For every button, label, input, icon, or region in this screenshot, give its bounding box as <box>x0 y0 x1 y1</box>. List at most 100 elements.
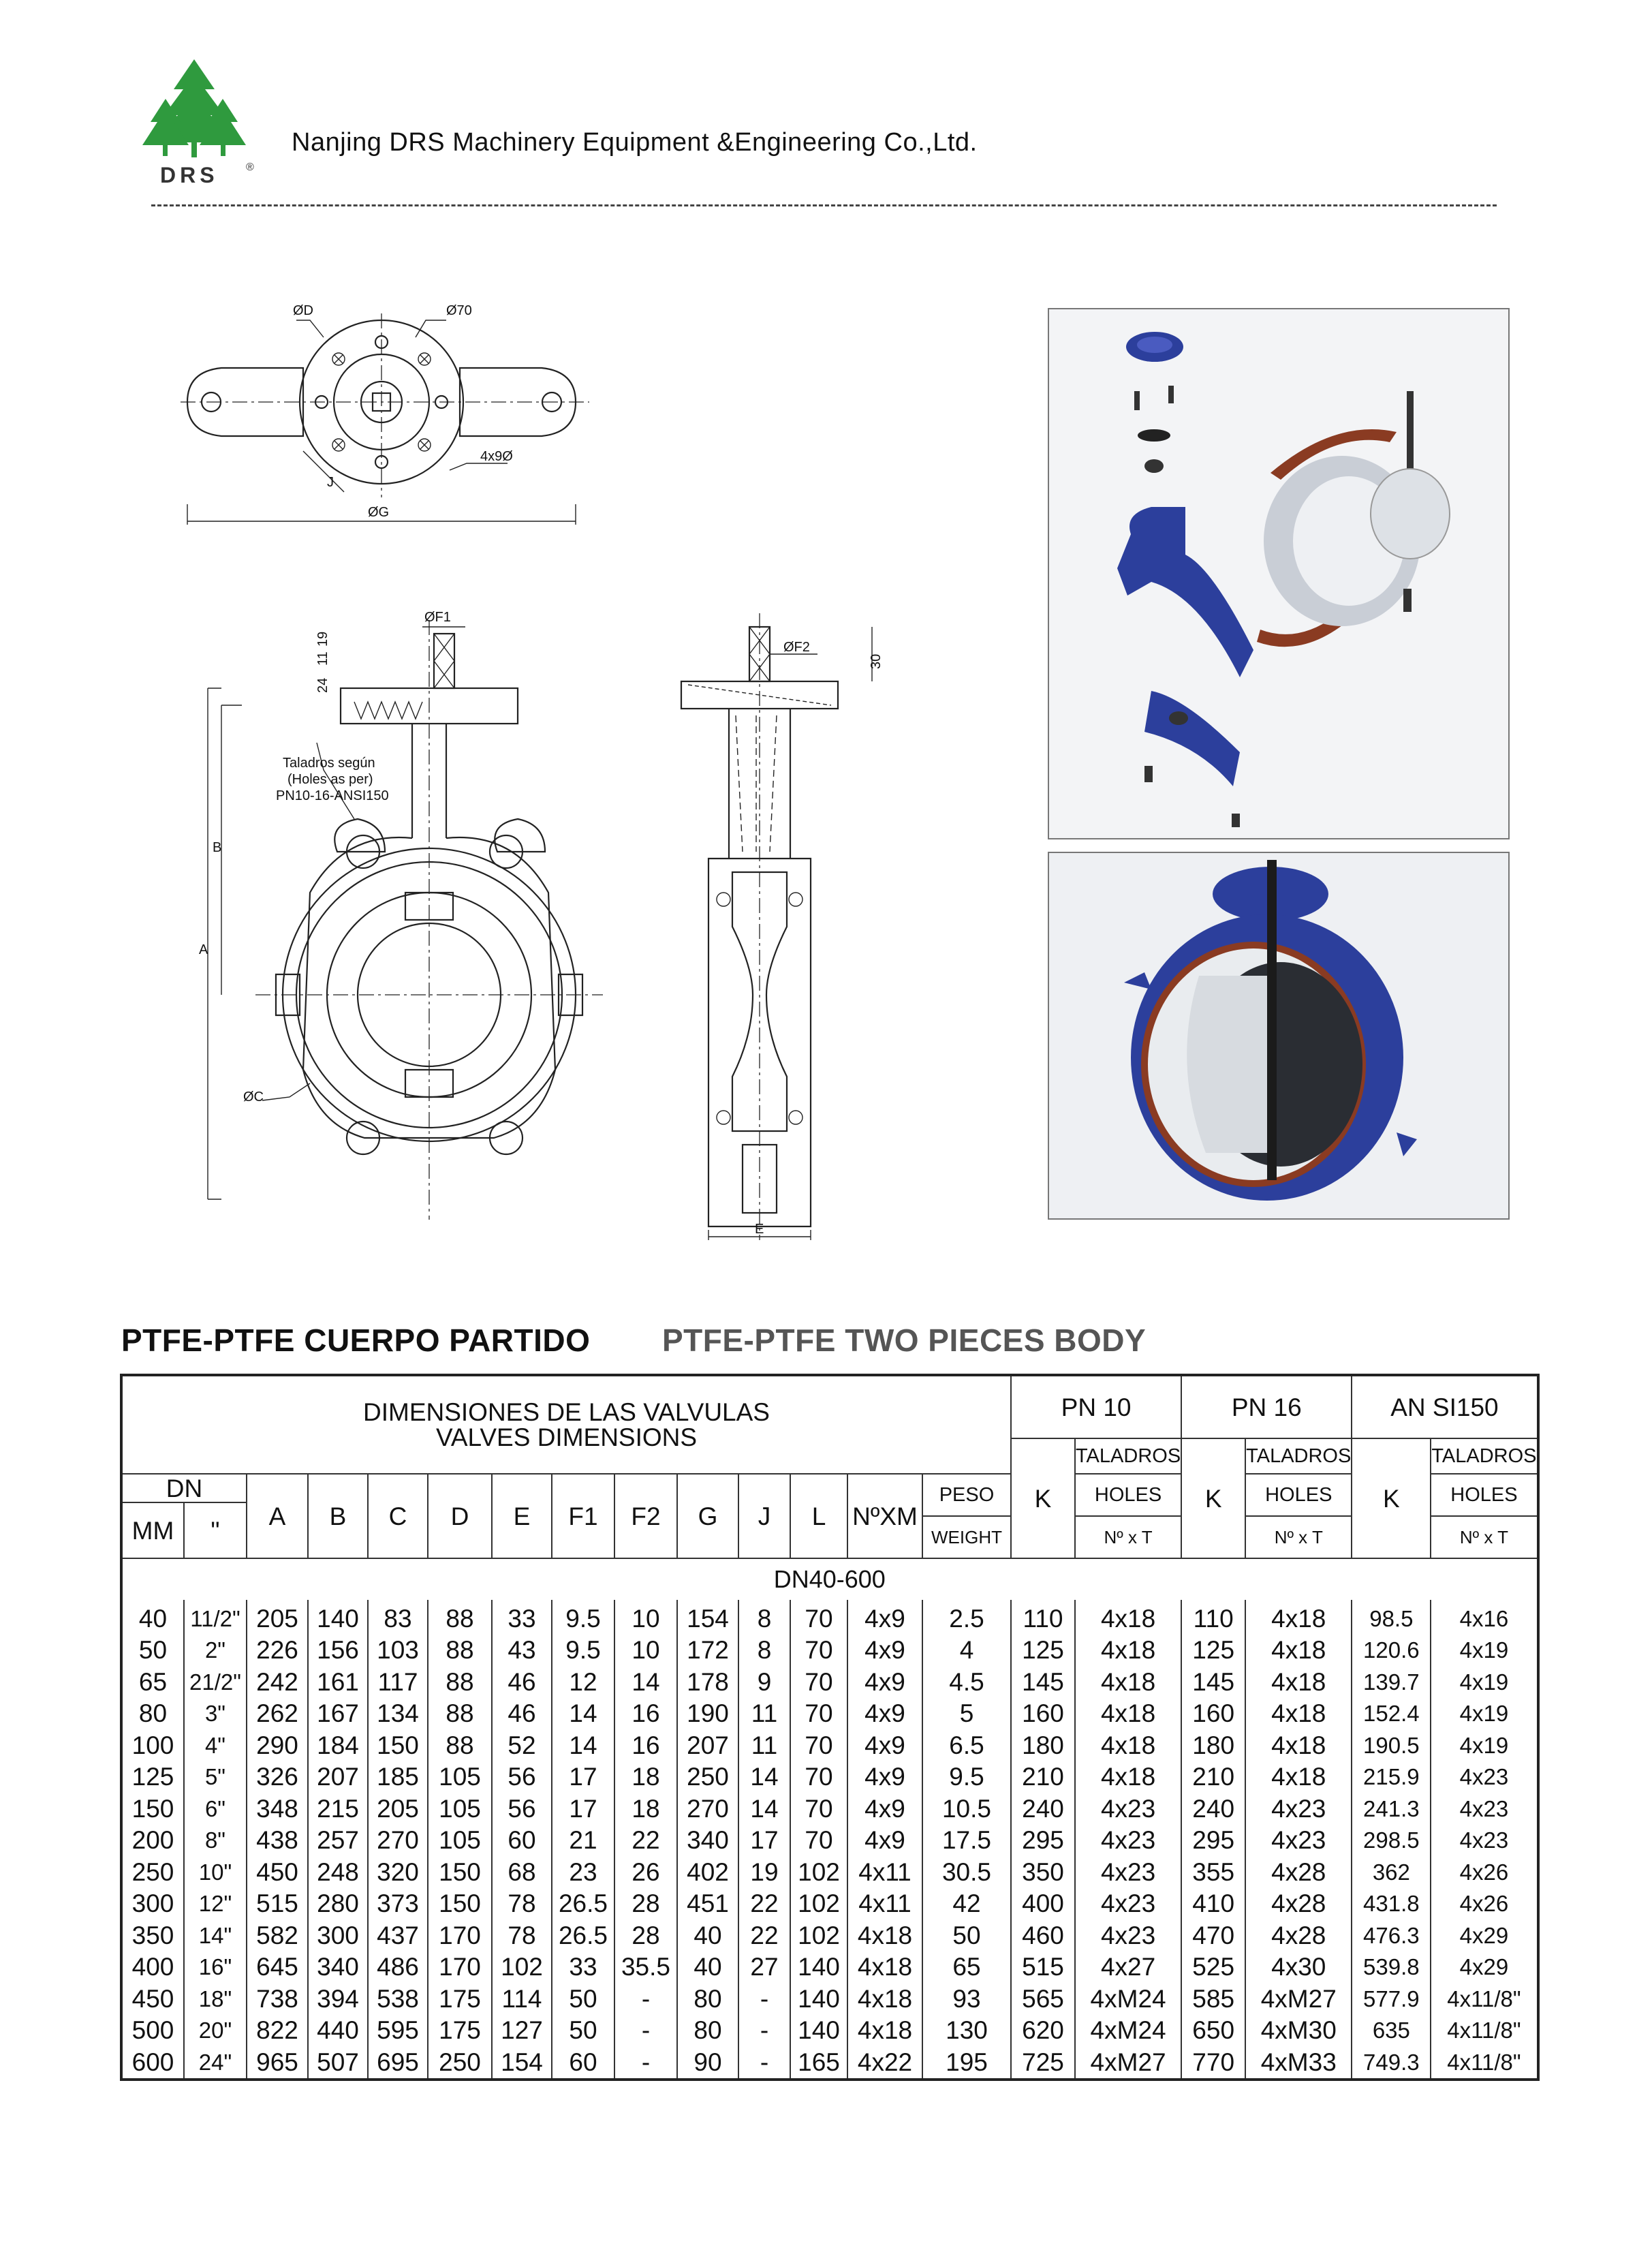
table-cell: 40 <box>676 1919 739 1951</box>
table-cell: 577.9 <box>1351 1983 1432 2015</box>
table-cell: 4x18 <box>1245 1600 1353 1635</box>
header-col-l: L <box>790 1473 848 1559</box>
table-cell: 17 <box>551 1761 615 1793</box>
table-cell: 4x18 <box>1245 1634 1353 1666</box>
table-cell: 4xM33 <box>1245 2046 1353 2080</box>
table-cell: 822 <box>246 2014 309 2046</box>
label-j: J <box>327 475 334 490</box>
header-weight: WEIGHT <box>922 1515 1012 1559</box>
table-cell: 565 <box>1010 1983 1076 2015</box>
table-cell: 340 <box>307 1951 369 1983</box>
table-cell: 10 <box>614 1600 678 1635</box>
table-cell: 355 <box>1181 1856 1247 1888</box>
label-30: 30 <box>869 654 884 669</box>
table-cell: 70 <box>790 1824 848 1856</box>
table-cell: 350 <box>121 1919 185 1951</box>
table-cell: 207 <box>676 1729 739 1761</box>
table-cell: 402 <box>676 1856 739 1888</box>
table-cell: 4x9 <box>847 1793 923 1825</box>
header-mm: MM <box>121 1502 185 1559</box>
table-cell: 6.5 <box>922 1729 1012 1761</box>
note-line1: Taladros según <box>283 756 375 771</box>
header-divider <box>151 204 1497 206</box>
caption-english: VALVES DIMENSIONS <box>435 1423 698 1451</box>
table-cell: 585 <box>1181 1983 1247 2015</box>
table-cell: 56 <box>491 1793 552 1825</box>
table-cell: 4x11/8" <box>1430 2046 1539 2080</box>
table-cell: 4" <box>183 1729 247 1761</box>
table-cell: 362 <box>1351 1856 1432 1888</box>
label-c: ØC <box>243 1090 264 1105</box>
table-cell: 103 <box>367 1634 428 1666</box>
table-cell: 4x18 <box>847 1983 923 2015</box>
label-a: A <box>199 942 208 957</box>
table-cell: 500 <box>121 2014 185 2046</box>
table-cell: 150 <box>427 1887 493 1919</box>
table-cell: 2.5 <box>922 1600 1012 1635</box>
table-cell: 470 <box>1181 1919 1247 1951</box>
table-cell: 46 <box>491 1666 552 1698</box>
table-cell: 248 <box>307 1856 369 1888</box>
table-cell: 14" <box>183 1919 247 1951</box>
table-cell: 4x23 <box>1430 1793 1539 1825</box>
table-cell: 749.3 <box>1351 2046 1432 2080</box>
table-cell: 167 <box>307 1697 369 1729</box>
table-cell: 4x18 <box>1245 1729 1353 1761</box>
table-cell: 539.8 <box>1351 1951 1432 1983</box>
header-peso: PESO <box>922 1473 1012 1517</box>
table-cell: 4x11/8" <box>1430 2014 1539 2046</box>
table-cell: 16 <box>614 1729 678 1761</box>
front-view-drawing: ØF1 A B ØC 24 11 19 Taladros según (Hole… <box>199 610 603 1220</box>
header-col-e: E <box>491 1473 552 1559</box>
table-cell: 17 <box>738 1824 791 1856</box>
label-f2: ØF2 <box>783 640 810 655</box>
top-view-drawing: ØD Ø70 4x9Ø J ØG <box>181 303 589 525</box>
label-d70: Ø70 <box>446 303 472 318</box>
header-taladros-pn10: TALADROS <box>1074 1438 1183 1475</box>
table-cell: 9 <box>738 1666 791 1698</box>
table-cell: 16" <box>183 1951 247 1983</box>
table-cell: 139.7 <box>1351 1666 1432 1698</box>
table-cell: 80 <box>676 2014 739 2046</box>
caption-spanish: DIMENSIONES DE LAS VALVULAS <box>363 1398 770 1426</box>
table-cell: 3" <box>183 1697 247 1729</box>
table-cell: 190 <box>676 1697 739 1729</box>
label-b: B <box>213 840 221 855</box>
table-cell: 10 <box>614 1634 678 1666</box>
table-cell: 2" <box>183 1634 247 1666</box>
table-cell: 4x9 <box>847 1634 923 1666</box>
table-cell: 4x23 <box>1074 1793 1183 1825</box>
table-cell: 105 <box>427 1824 493 1856</box>
table-cell: 154 <box>491 2046 552 2080</box>
table-cell: 70 <box>790 1666 848 1698</box>
table-cell: 4x23 <box>1430 1761 1539 1793</box>
label-24: 24 <box>315 678 330 693</box>
table-cell: 165 <box>790 2046 848 2080</box>
table-cell: 9.5 <box>551 1600 615 1635</box>
header-col-b: B <box>307 1473 369 1559</box>
table-cell: 160 <box>1010 1697 1076 1729</box>
table-cell: 105 <box>427 1793 493 1825</box>
table-cell: 298.5 <box>1351 1824 1432 1856</box>
table-cell: 400 <box>1010 1887 1076 1919</box>
company-name: Nanjing DRS Machinery Equipment &Enginee… <box>292 128 978 157</box>
table-cell: 437 <box>367 1919 428 1951</box>
table-cell: 515 <box>246 1887 309 1919</box>
table-cell: 250 <box>676 1761 739 1793</box>
table-cell: 70 <box>790 1729 848 1761</box>
header-col-nxm: NºXM <box>847 1473 923 1559</box>
table-cell: 241.3 <box>1351 1793 1432 1825</box>
table-cell: 4x18 <box>1074 1634 1183 1666</box>
drs-logo: DRS ® <box>142 59 254 187</box>
header-col-a: A <box>246 1473 309 1559</box>
table-cell: 476.3 <box>1351 1919 1432 1951</box>
table-cell: 10" <box>183 1856 247 1888</box>
table-cell: 4x19 <box>1430 1697 1539 1729</box>
table-cell: 4x26 <box>1430 1856 1539 1888</box>
table-cell: 152.4 <box>1351 1697 1432 1729</box>
table-cell: 725 <box>1010 2046 1076 2080</box>
